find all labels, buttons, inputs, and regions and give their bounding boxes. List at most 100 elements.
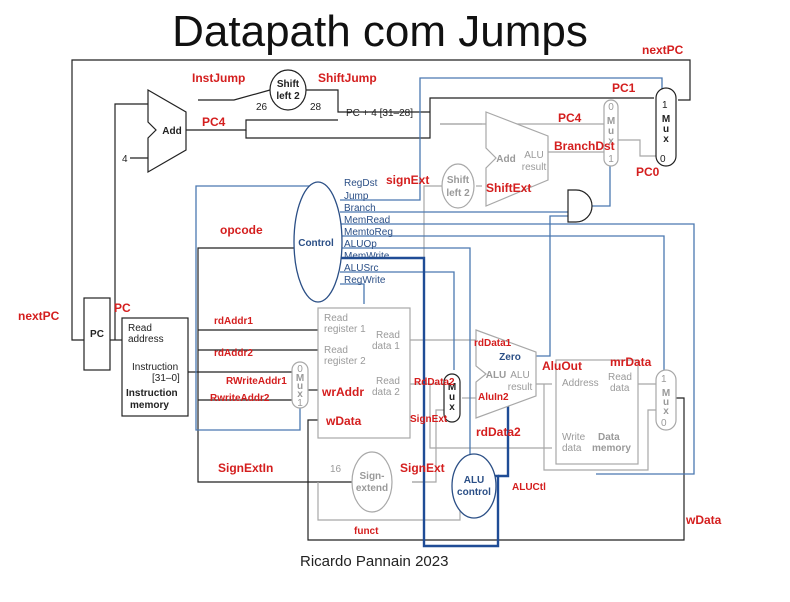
wire-shiftjump [306, 89, 430, 113]
svg-text:u: u [608, 126, 614, 137]
svg-text:16: 16 [330, 464, 342, 475]
label-rddata2-upper: RdData2 [414, 377, 455, 388]
svg-text:0: 0 [660, 154, 666, 165]
footer-credit: Ricardo Pannain 2023 [300, 553, 448, 570]
page-title: Datapath com Jumps [172, 7, 588, 56]
svg-text:1: 1 [661, 374, 667, 385]
svg-text:u: u [297, 381, 303, 392]
wire-instjump [198, 89, 271, 101]
svg-text:Add: Add [496, 154, 515, 165]
svg-text:register 1: register 1 [324, 324, 366, 335]
svg-text:0: 0 [661, 418, 667, 429]
wire-signextin [197, 372, 352, 483]
label-instjump: InstJump [192, 71, 245, 85]
wire-pc4 [186, 119, 338, 131]
svg-text:MemtoReg: MemtoReg [344, 227, 393, 238]
mux-memtoreg: 1 M u x 0 [655, 369, 677, 431]
svg-text:ALU: ALU [464, 475, 485, 486]
branch-adder: Add ALU result [485, 111, 549, 207]
svg-text:data: data [610, 383, 630, 394]
wire-regdst [195, 185, 320, 431]
svg-text:Zero: Zero [499, 352, 521, 363]
svg-text:RegWrite: RegWrite [344, 275, 386, 286]
label-pc4-left: PC4 [202, 115, 226, 129]
alu-control: ALU control [451, 453, 497, 519]
sign-extend: Sign- extend [351, 451, 393, 513]
wire-instruction-bus [188, 247, 296, 373]
svg-text:left 2: left 2 [276, 91, 300, 102]
svg-text:data 2: data 2 [372, 387, 400, 398]
svg-text:Sign-: Sign- [360, 471, 385, 482]
svg-text:Write: Write [562, 432, 586, 443]
svg-text:[31–0]: [31–0] [152, 373, 180, 384]
label-wdata-right: wData [685, 513, 722, 527]
svg-text:x: x [608, 136, 614, 147]
svg-text:Instruction: Instruction [132, 362, 178, 373]
svg-text:RegDst: RegDst [344, 178, 378, 189]
svg-text:extend: extend [356, 483, 388, 494]
svg-text:x: x [449, 402, 455, 413]
svg-text:ALUSrc: ALUSrc [344, 263, 378, 274]
wire-pc4-jump-bits [245, 97, 654, 139]
svg-text:Shift: Shift [277, 79, 300, 90]
svg-text:u: u [663, 124, 669, 135]
label-aluin2: AluIn2 [478, 392, 509, 403]
svg-text:Shift: Shift [447, 175, 470, 186]
svg-text:Address: Address [562, 378, 599, 389]
add-label: Add [162, 126, 181, 137]
label-pc4-right: PC4 [558, 111, 582, 125]
label-signext-mux: SignExt [410, 414, 448, 425]
svg-text:u: u [449, 392, 455, 403]
svg-text:MemRead: MemRead [344, 215, 390, 226]
label-rwriteaddr2: RwriteAddr2 [210, 393, 270, 404]
svg-text:1: 1 [608, 154, 614, 165]
label-funct: funct [354, 526, 379, 537]
wire-memread [340, 223, 695, 475]
wire-aluout-bypass [543, 384, 656, 471]
svg-text:Read: Read [376, 376, 400, 387]
svg-text:ALU: ALU [510, 370, 529, 381]
wire-rddata2-wdata [429, 384, 552, 449]
label-nextpc-top: nextPC [642, 43, 684, 57]
wire-aluctl [498, 400, 510, 478]
label-wraddr: wrAddr [321, 385, 364, 399]
label-opcode: opcode [220, 223, 263, 237]
wire-and-out [590, 160, 611, 207]
svg-text:1: 1 [662, 100, 668, 111]
pc-register: PC [83, 297, 111, 371]
branch-and-gate [567, 189, 593, 223]
svg-text:u: u [663, 397, 669, 408]
svg-text:x: x [663, 406, 669, 417]
svg-text:MemWrite: MemWrite [344, 251, 390, 262]
svg-text:ALU: ALU [524, 150, 543, 161]
svg-text:control: control [457, 487, 491, 498]
mux-branch: 0 M u x 1 [603, 99, 619, 167]
label-rwriteaddr1: RWriteAddr1 [226, 376, 287, 387]
svg-text:memory: memory [592, 443, 631, 454]
label-branchdst: BranchDst [554, 139, 615, 153]
control-label: Control [298, 238, 334, 249]
svg-text:0: 0 [608, 102, 614, 113]
shift-branch: Shift left 2 [441, 163, 475, 209]
svg-text:Read: Read [608, 372, 632, 383]
pc-label: PC [90, 329, 104, 340]
label-rdaddr1: rdAddr1 [214, 316, 253, 327]
svg-text:ALU: ALU [486, 370, 507, 381]
pc4-bits-label: PC + 4 [31–28] [346, 108, 413, 119]
wire-pc-to-add [114, 103, 148, 340]
label-wdata-reg: wData [325, 414, 362, 428]
svg-text:Read: Read [324, 345, 348, 356]
label-nextpc-left: nextPC [18, 309, 60, 323]
mux-regdst: 0 M u x 1 [291, 361, 309, 409]
wire-aluop [340, 247, 471, 458]
label-shiftext: ShiftExt [486, 181, 531, 195]
svg-text:M: M [448, 382, 456, 393]
svg-text:28: 28 [310, 102, 322, 113]
wire-mux-branch-out [614, 139, 656, 157]
mux-alusrc: M u x [443, 373, 461, 423]
wire-jump [340, 77, 663, 201]
label-aluout: AluOut [542, 359, 582, 373]
svg-text:Instruction: Instruction [126, 388, 178, 399]
svg-text:Branch: Branch [344, 203, 376, 214]
